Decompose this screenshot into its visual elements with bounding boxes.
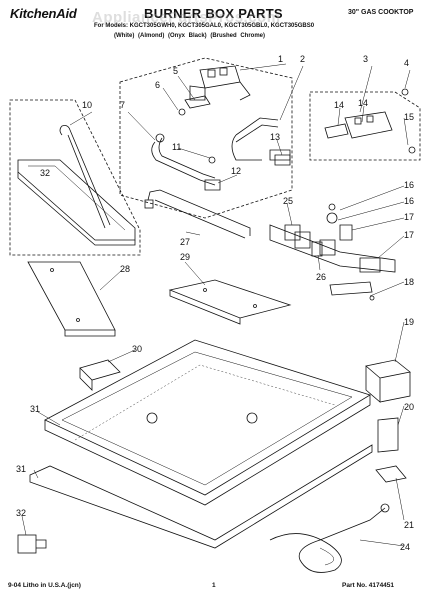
part-16-gasket <box>184 95 211 109</box>
brand-logo: KitchenAid <box>10 6 77 21</box>
callout: 24 <box>400 542 410 552</box>
callout: 17 <box>404 212 414 222</box>
callout: 16 <box>404 196 414 206</box>
callout: 14 <box>334 100 344 110</box>
callout: 7 <box>120 100 125 110</box>
callout: 15 <box>404 112 414 122</box>
callout: 32 <box>40 168 50 178</box>
callout: 28 <box>120 264 130 274</box>
part-32-nut-left <box>208 156 216 164</box>
callout: 30 <box>132 344 142 354</box>
model-numbers: For Models: KGCT305GWH0, KGCT305GAL0, KG… <box>94 23 315 29</box>
callout-labels: 1 2 3 4 5 6 7 10 11 12 13 14 14 15 16 16… <box>16 54 414 552</box>
page-title: BURNER BOX PARTS <box>144 6 283 21</box>
part-25-bracket <box>329 281 375 301</box>
part-15-burner-head <box>189 65 251 101</box>
part-31-fitting-right <box>274 154 291 166</box>
part-14-panel-right <box>168 279 292 325</box>
part-28-valve <box>17 534 47 554</box>
part-20-tube <box>231 117 291 161</box>
part-29-harness <box>269 503 390 573</box>
callout: 13 <box>270 132 280 142</box>
callout: 18 <box>404 277 414 287</box>
part-17-screw <box>178 108 186 116</box>
part-32-nut-right <box>401 88 409 96</box>
callout: 16 <box>404 180 414 190</box>
part-21-tube <box>151 133 216 186</box>
part-1-burner-box <box>44 339 371 506</box>
part-26-frame <box>29 444 373 549</box>
part-5-manifold <box>269 224 396 273</box>
callout: 31 <box>30 404 40 414</box>
group-box-burner-right <box>309 91 421 161</box>
callout: 32 <box>16 508 26 518</box>
callout: 4 <box>404 58 409 68</box>
part-7-valve <box>284 224 301 241</box>
part-19-burner-head <box>324 111 416 154</box>
callout: 2 <box>300 54 305 64</box>
part-13-bracket <box>17 159 136 246</box>
part-27-rod <box>59 125 111 229</box>
callout: 6 <box>155 80 160 90</box>
callout: 26 <box>316 272 326 282</box>
part-30-igniter <box>79 359 121 391</box>
callout: 29 <box>180 252 190 262</box>
footer-part-number: Part No. 4174451 <box>342 582 395 589</box>
callout: 17 <box>404 230 414 240</box>
footer-litho: 9-04 Litho in U.S.A.(jcn) <box>8 582 81 589</box>
part-31-fitting-left <box>204 179 221 191</box>
part-2-module <box>377 417 399 453</box>
callout: 19 <box>404 317 414 327</box>
color-legend: (White) (Almond) (Onyx Black) (Brushed C… <box>114 33 266 39</box>
part-6-fitting <box>339 224 353 241</box>
part-10-orifice <box>311 241 323 257</box>
callout: 10 <box>82 100 92 110</box>
leader-lines <box>21 63 411 547</box>
group-box-27 <box>9 99 141 256</box>
part-4-tube <box>144 189 251 239</box>
callout: 1 <box>278 54 283 64</box>
callout: 12 <box>231 166 241 176</box>
callout: 3 <box>363 54 368 64</box>
callout: 11 <box>172 142 181 152</box>
part-11-washer <box>326 212 338 224</box>
part-3-bracket <box>375 465 407 483</box>
callout: 21 <box>404 520 414 530</box>
callout: 20 <box>404 402 414 412</box>
part-24-transformer <box>365 359 411 403</box>
part-12-knob-spring <box>328 203 336 211</box>
callout: 27 <box>180 237 190 247</box>
page-subtitle: 30" GAS COOKTOP <box>348 9 414 16</box>
part-14-panel-left <box>27 261 116 337</box>
callout: 5 <box>173 66 178 76</box>
group-box-burner-left <box>119 57 293 219</box>
callout: 31 <box>16 464 26 474</box>
callout: 14 <box>358 98 368 108</box>
footer-page-number: 1 <box>212 582 216 589</box>
callout: 25 <box>283 196 293 206</box>
